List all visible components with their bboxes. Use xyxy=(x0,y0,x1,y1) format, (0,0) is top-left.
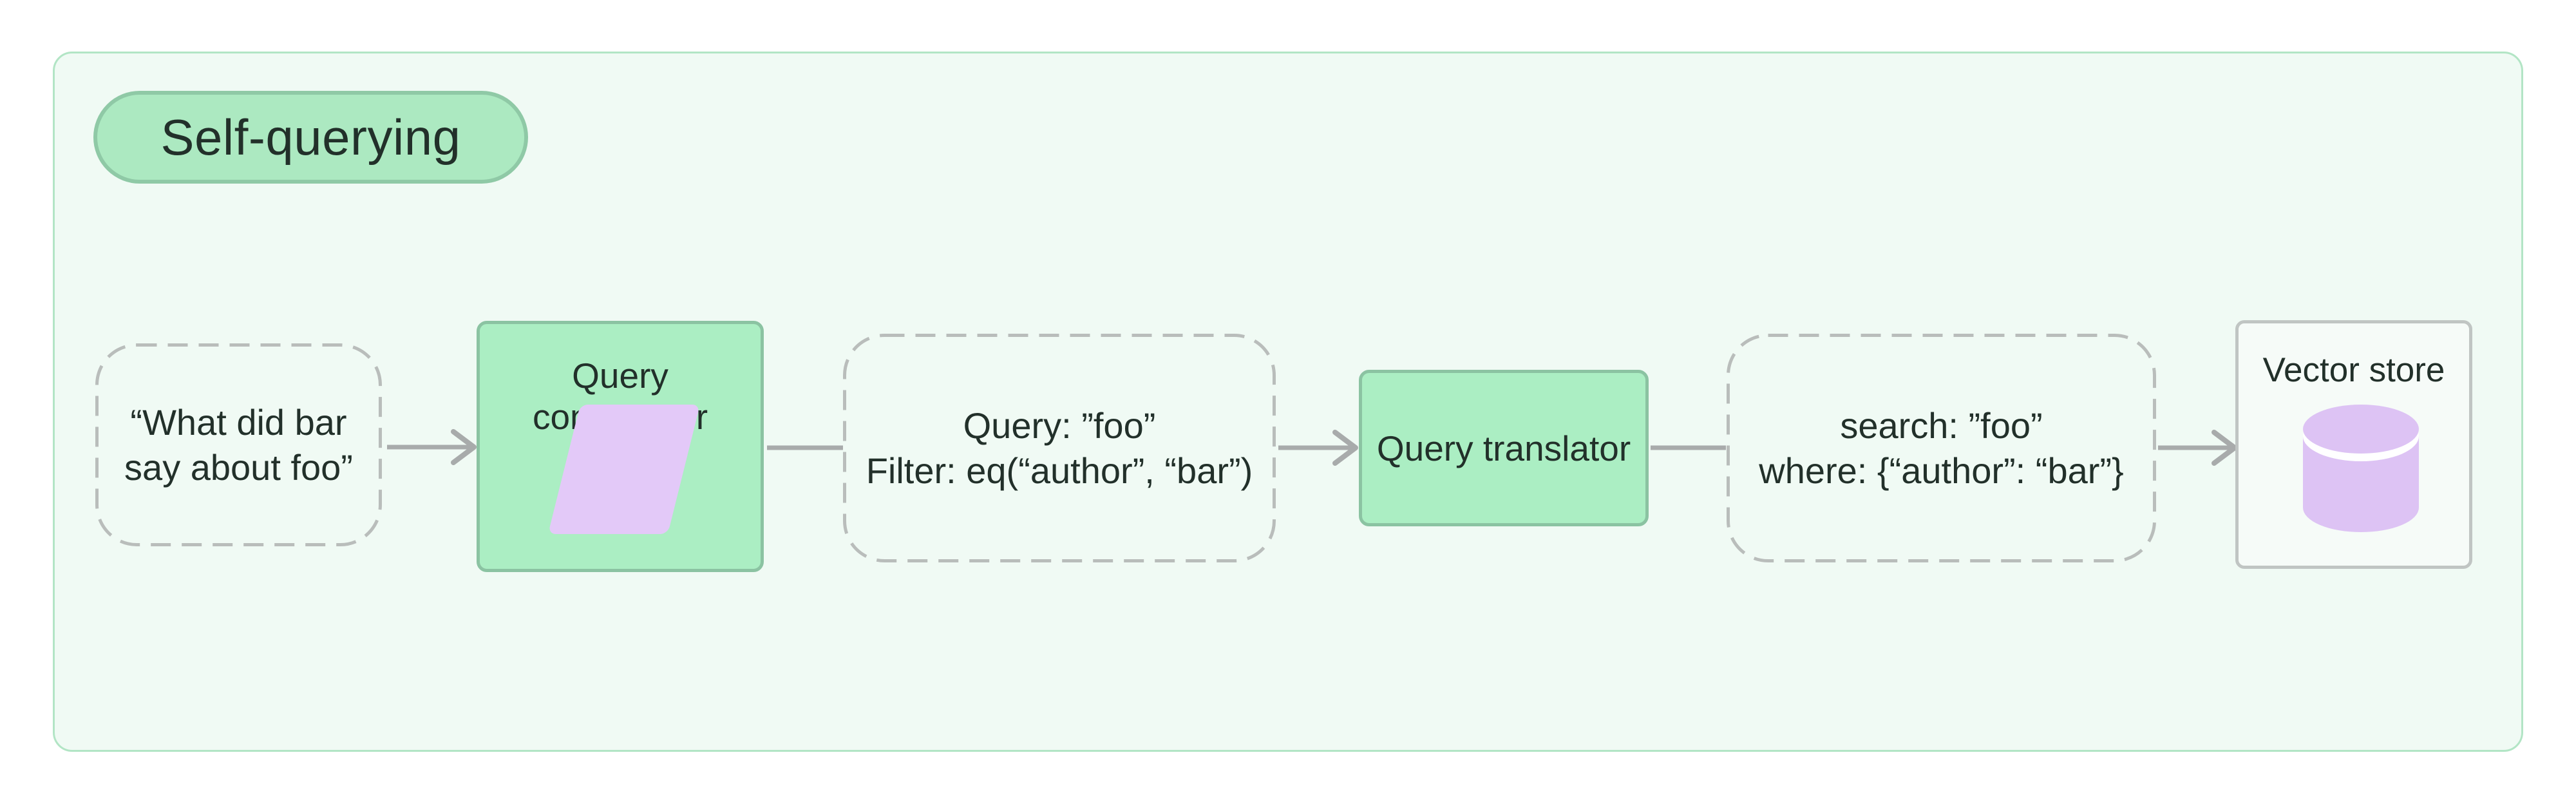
translated-query-line-1: search: ”foo” xyxy=(1840,405,2043,446)
arrowhead-into-constructor xyxy=(451,429,477,465)
structured-query-line-1: Query: ”foo” xyxy=(963,405,1156,446)
input-question-line-1: “What did bar xyxy=(130,401,347,443)
diagram-title-badge: Self-querying xyxy=(93,91,528,184)
vector-store-label: Vector store xyxy=(2262,351,2445,389)
node-structured-query: Query: ”foo” Filter: eq(“author”, “bar”) xyxy=(843,334,1276,562)
structured-query-line-2: Filter: eq(“author”, “bar”) xyxy=(866,450,1253,491)
arrowhead-into-vectorstore xyxy=(2211,430,2237,466)
node-translated-query: search: ”foo” where: {“author”: “bar”} xyxy=(1727,334,2156,562)
self-querying-diagram: Self-querying “What did bar say about fo… xyxy=(53,52,2523,752)
diagram-title: Self-querying xyxy=(160,108,461,166)
arrowhead-into-translator xyxy=(1332,430,1358,466)
database-icon xyxy=(2303,405,2419,532)
node-query-constructor: Query constructor xyxy=(477,321,764,572)
query-translator-label: Query translator xyxy=(1376,428,1631,468)
node-query-translator: Query translator xyxy=(1359,370,1649,526)
input-question-line-2: say about foo” xyxy=(124,446,353,488)
database-icon-top xyxy=(2303,405,2419,454)
node-vector-store: Vector store xyxy=(2235,320,2472,569)
node-input-question: “What did bar say about foo” xyxy=(95,343,382,546)
translated-query-line-2: where: {“author”: “bar”} xyxy=(1759,450,2124,491)
